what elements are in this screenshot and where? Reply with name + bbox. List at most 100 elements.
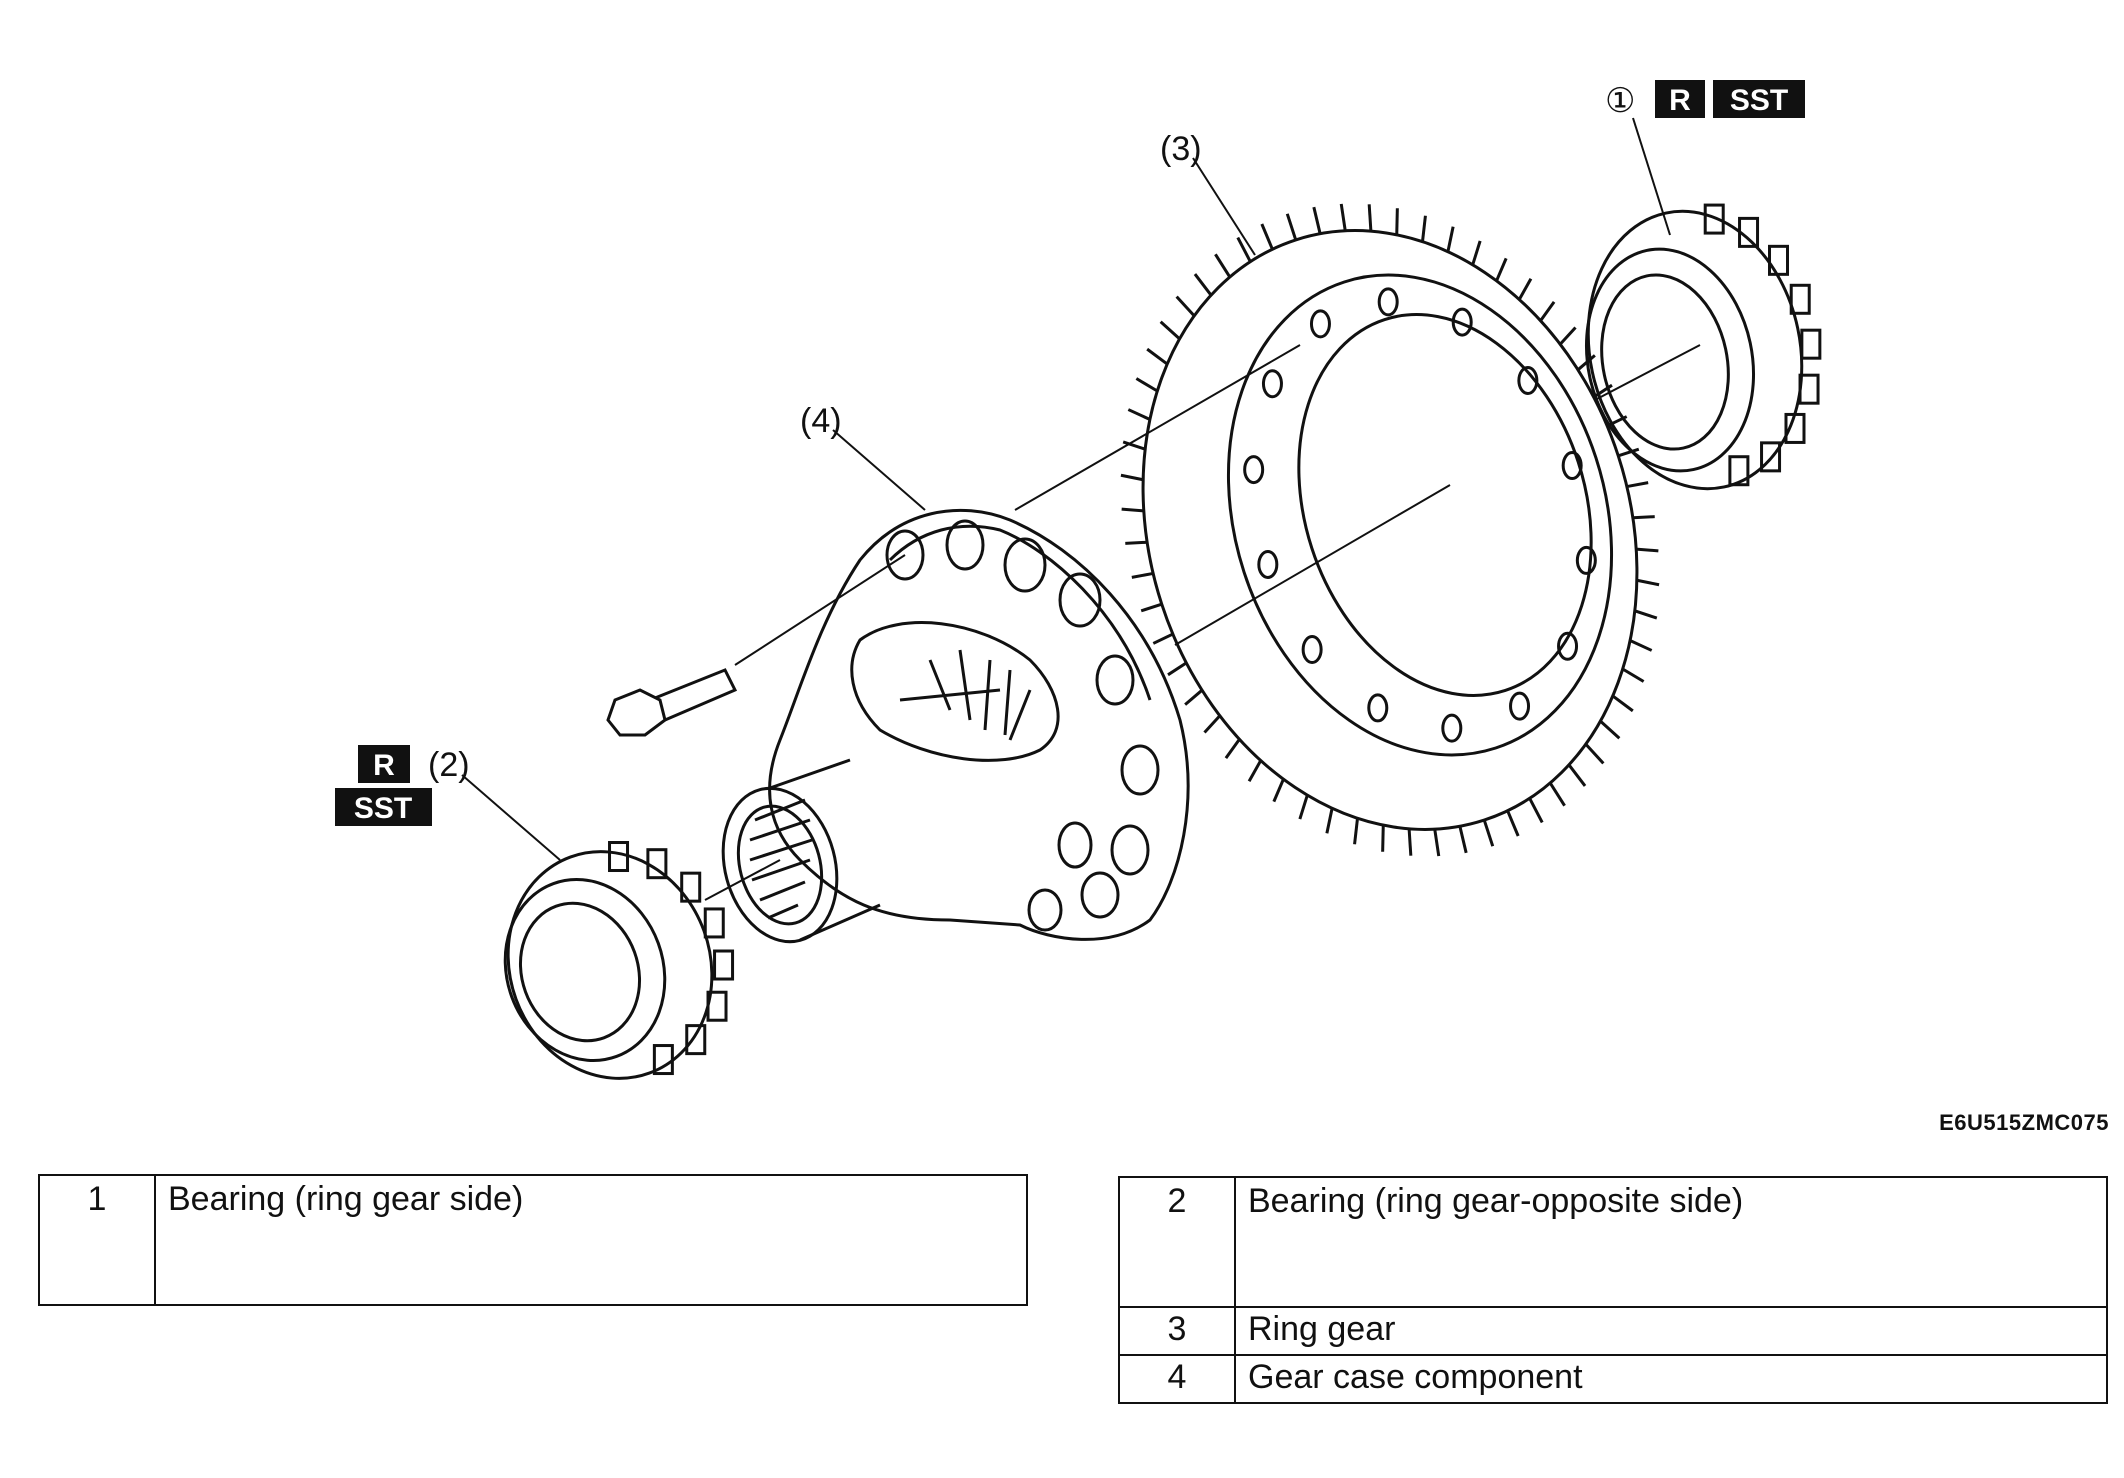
badge-r-1: R — [1655, 80, 1705, 118]
ring-gear-hole — [1367, 693, 1389, 723]
ring-gear-hole — [1509, 691, 1531, 721]
gear-tooth — [1184, 689, 1204, 706]
bearing-roller — [713, 949, 735, 981]
gear-tooth — [1131, 571, 1154, 579]
ring-gear-hole — [1561, 451, 1583, 481]
badge-sst-2: SST — [335, 788, 432, 826]
ring-gear-hole — [1377, 287, 1399, 317]
bearing-roller — [1703, 203, 1725, 235]
bearing-roller — [652, 1044, 674, 1076]
badge-sst-1: SST — [1713, 80, 1805, 118]
gear-tooth — [1339, 203, 1347, 232]
gear-tooth — [1636, 547, 1659, 553]
gear-tooth — [1236, 236, 1252, 263]
gear-tooth — [1125, 540, 1148, 545]
ring-gear-hole — [1257, 549, 1279, 579]
gear-tooth — [1517, 278, 1533, 301]
gear-tooth — [1395, 208, 1399, 235]
gear-tooth — [1506, 810, 1520, 837]
bearing-roller — [680, 871, 702, 903]
bearing-roller — [1760, 441, 1782, 473]
ring-gear-hole — [1261, 369, 1283, 399]
gear-tooth — [1224, 738, 1241, 759]
gear-tooth — [1567, 763, 1587, 787]
bolt — [606, 668, 738, 737]
gear-tooth — [1312, 206, 1322, 235]
gear-tooth — [1381, 825, 1385, 852]
legend-row: 2 Bearing (ring gear-opposite side) — [1118, 1176, 2108, 1308]
legend-label: Ring gear — [1234, 1306, 2108, 1356]
exploded-diagram: ① (3) (4) (2) R SST R SST — [335, 80, 1822, 1080]
bearing-roller — [685, 1024, 707, 1056]
gear-tooth — [1446, 226, 1455, 253]
ring-gear-hole — [1557, 631, 1579, 661]
gear-tooth — [1247, 759, 1263, 782]
gear-tooth — [1528, 797, 1544, 824]
ring-gear-hole — [1301, 635, 1323, 665]
gear-tooth — [1140, 602, 1163, 613]
gear-tooth — [1127, 408, 1151, 421]
gear-tooth — [1159, 320, 1181, 341]
gear-tooth — [1353, 818, 1359, 845]
gear-tooth — [1482, 819, 1495, 847]
figure-code: E6U515ZMC075 — [1939, 1110, 2109, 1135]
legend-table-left: 1 Bearing (ring gear side) — [38, 1174, 1028, 1306]
gear-tooth — [1367, 204, 1373, 232]
legend-number: 3 — [1118, 1306, 1236, 1356]
gear-tooth — [1120, 473, 1144, 482]
ring-gear-hole — [1441, 713, 1463, 743]
gear-tooth — [1611, 694, 1634, 713]
legend-table-right: 2 Bearing (ring gear-opposite side) 3 Ri… — [1118, 1176, 2108, 1404]
bearing-roller — [1800, 328, 1822, 360]
gear-tooth — [1407, 828, 1413, 856]
ring-gear-hole — [1451, 307, 1473, 337]
gear-tooth — [1152, 632, 1174, 645]
gear-tooth — [1146, 347, 1169, 366]
legend-label: Bearing (ring gear-opposite side) — [1234, 1176, 2108, 1308]
gear-tooth — [1626, 481, 1649, 489]
gear-tooth — [1122, 440, 1146, 451]
callout-3: (3) — [1160, 130, 1202, 168]
bearing-roller — [1798, 373, 1820, 405]
bearing-roller — [646, 848, 668, 880]
callout-2: (2) — [428, 746, 470, 784]
gear-tooth — [1632, 515, 1655, 520]
bearing-ring-gear-opposite-side — [503, 841, 735, 1080]
bearing-roller — [706, 990, 728, 1022]
gear-tooth — [1629, 639, 1653, 652]
legend-row: 4 Gear case component — [1118, 1354, 2108, 1404]
gear-tooth — [1495, 257, 1508, 282]
gear-tooth — [1539, 301, 1556, 322]
callout-1: ① — [1605, 82, 1635, 120]
legend-label: Bearing (ring gear side) — [154, 1174, 1028, 1306]
gear-tooth — [1458, 825, 1468, 854]
gear-tooth — [1471, 240, 1482, 266]
legend-row: 1 Bearing (ring gear side) — [38, 1174, 1028, 1306]
bearing-roller — [703, 907, 725, 939]
badge-r-2: R — [358, 745, 410, 783]
gear-tooth — [1272, 778, 1285, 803]
bearing-roller — [1784, 412, 1806, 444]
ring-gear-hole — [1517, 365, 1539, 395]
svg-text:R: R — [1669, 84, 1691, 117]
ring-gear-hole — [1575, 545, 1597, 575]
gear-tooth — [1193, 273, 1213, 297]
gear-tooth — [1175, 295, 1196, 317]
gear-tooth — [1559, 326, 1577, 346]
gear-tooth — [1121, 507, 1144, 513]
gear-tooth — [1548, 782, 1566, 807]
legend-label: Gear case component — [1234, 1354, 2108, 1404]
bearing-roller — [1738, 216, 1760, 248]
gear-tooth — [1636, 578, 1660, 587]
legend-number: 1 — [38, 1174, 156, 1306]
svg-text:R: R — [373, 749, 395, 782]
legend-row: 3 Ring gear — [1118, 1306, 2108, 1356]
gear-tooth — [1584, 743, 1605, 765]
callout-4: (4) — [800, 402, 842, 440]
gear-tooth — [1421, 215, 1427, 242]
gear-tooth — [1599, 719, 1621, 740]
gear-tooth — [1634, 609, 1658, 620]
bearing-roller — [1768, 244, 1790, 276]
gear-tooth — [1621, 667, 1645, 683]
gear-tooth — [1135, 377, 1159, 393]
